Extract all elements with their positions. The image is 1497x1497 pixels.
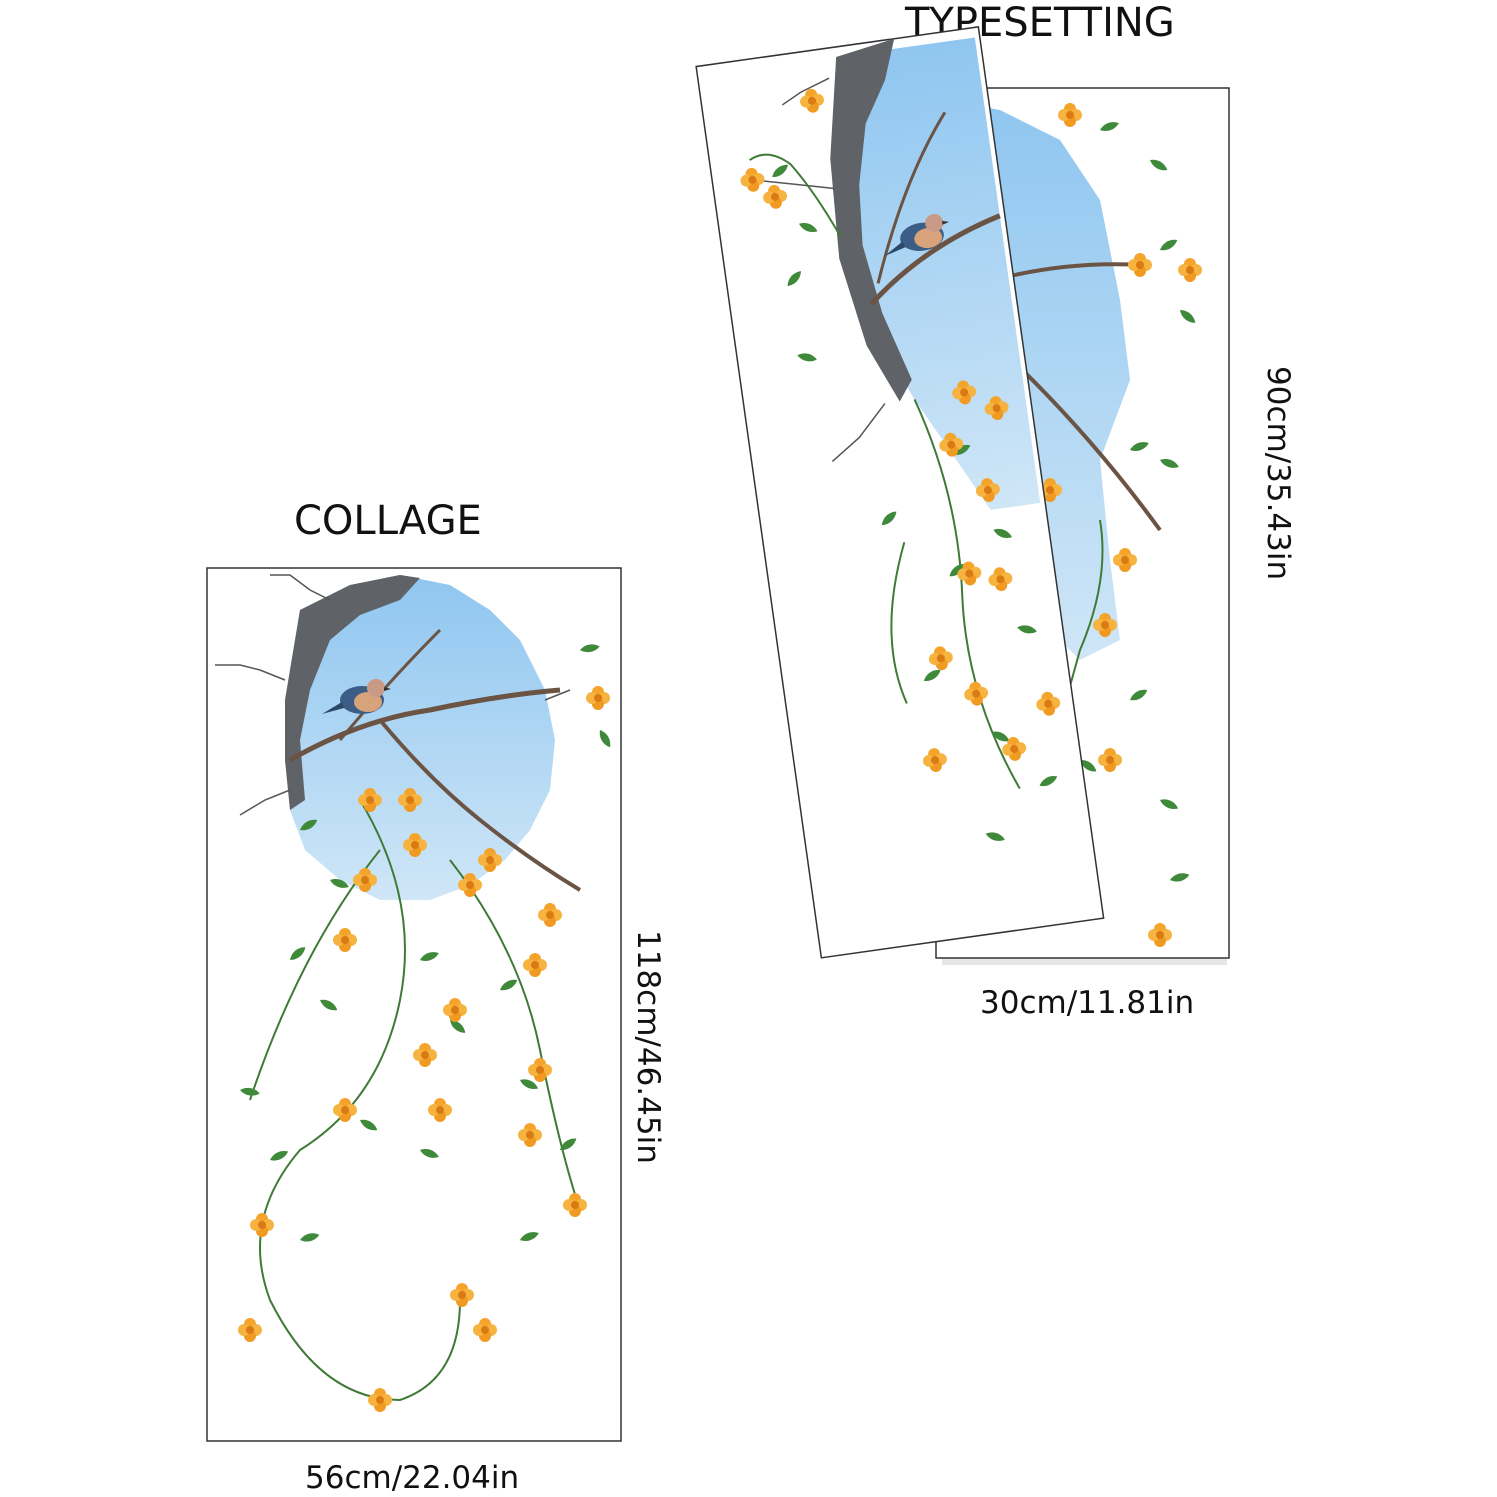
collage-width-label: 56cm/22.04in [305,1460,520,1496]
typesetting-panel-left [695,26,1105,959]
collage-panel [206,567,622,1442]
collage-title: COLLAGE [294,498,482,544]
typesetting-width-label: 30cm/11.81in [980,985,1195,1021]
